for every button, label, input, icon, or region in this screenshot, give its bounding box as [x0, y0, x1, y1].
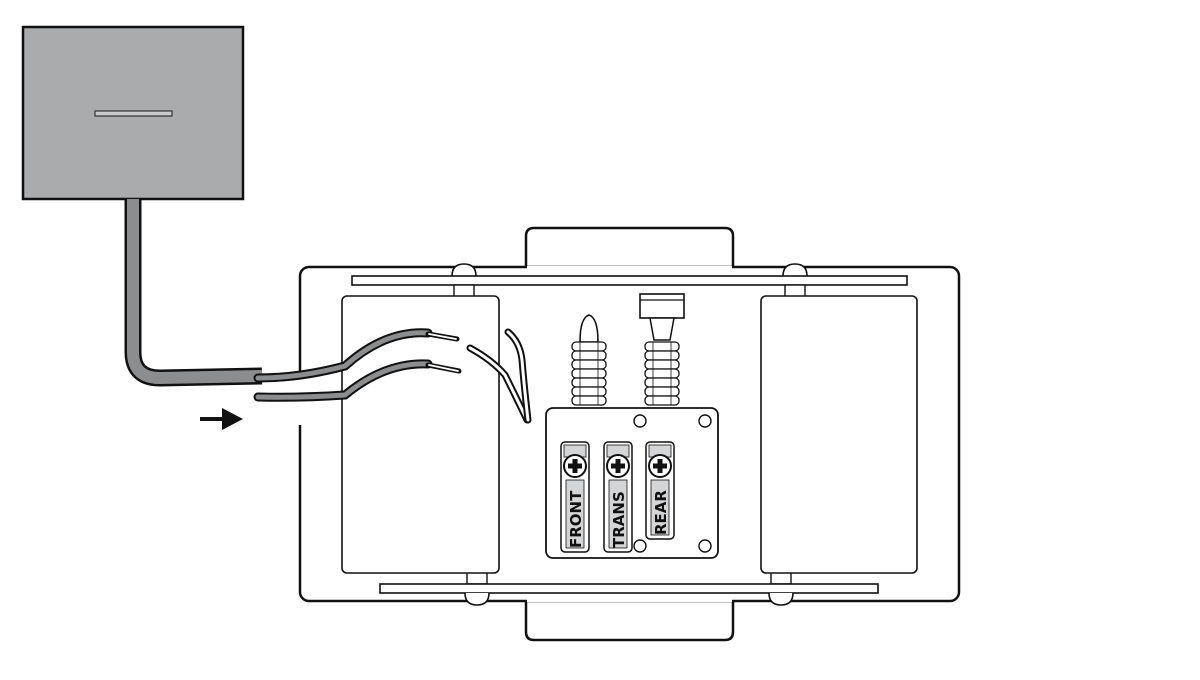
right-chamber: [760, 295, 918, 574]
rear-plunger: [639, 293, 685, 406]
terminal-leads: [466, 328, 532, 424]
transformer-cable: [124, 199, 263, 387]
terminal-label-front: FRONT: [567, 490, 585, 548]
screw-plus-icon: [648, 454, 672, 478]
top-rail: [351, 263, 908, 298]
front-plunger: [571, 314, 607, 406]
transformer-box: [21, 25, 245, 201]
mount-hole: [633, 539, 647, 553]
transformer-slot: [94, 110, 173, 117]
terminal-front[interactable]: FRONT: [560, 441, 590, 553]
terminal-label-rear: REAR: [652, 490, 670, 535]
terminal-trans[interactable]: TRANS: [603, 441, 633, 553]
mount-hole: [698, 414, 712, 428]
cable-wires: [253, 328, 462, 402]
mount-hole: [698, 539, 712, 553]
mount-hole: [633, 414, 647, 428]
screw-plus-icon: [563, 454, 587, 478]
left-chamber: [341, 295, 500, 574]
screw-plus-icon: [606, 454, 630, 478]
bottom-rail: [379, 571, 879, 606]
terminal-label-trans: TRANS: [610, 491, 628, 548]
arrow-right-icon: [200, 408, 243, 430]
terminal-rear[interactable]: REAR: [645, 441, 675, 540]
